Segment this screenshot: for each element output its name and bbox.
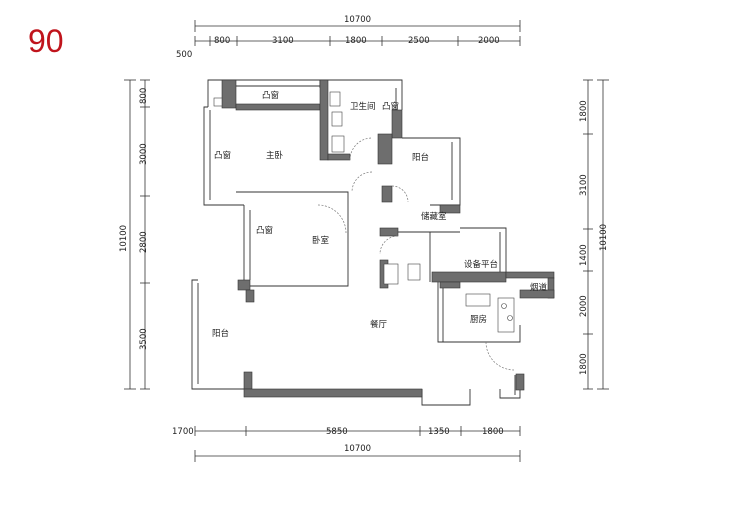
- bottom-dimension-chain: [194, 426, 521, 462]
- room-label-bedroom: 卧室: [312, 235, 330, 246]
- top-offset-dimension: 500: [176, 50, 192, 60]
- right-dimension-1: 1800: [579, 100, 589, 122]
- bottom-dimension-1: 1700: [172, 427, 194, 437]
- room-label-master-bedroom: 主卧: [266, 150, 284, 161]
- top-dimension-5: 2000: [478, 36, 500, 46]
- top-dimension-chain: [194, 20, 521, 46]
- room-label-flue: 烟道: [530, 282, 548, 293]
- structural-walls: [221, 79, 555, 398]
- top-dimension-3: 1800: [345, 36, 367, 46]
- bottom-total-dimension: 10700: [344, 444, 371, 454]
- room-label-bay-window-bath: 凸窗: [382, 101, 399, 112]
- room-label-bay-window-bedroom: 凸窗: [256, 225, 273, 236]
- top-dimension-1: 800: [214, 36, 230, 46]
- room-label-dining: 餐厅: [370, 320, 388, 330]
- room-label-bay-window-left: 凸窗: [214, 150, 231, 161]
- room-label-storage: 储藏室: [421, 211, 447, 222]
- room-label-bay-window-top: 凸窗: [262, 90, 279, 101]
- left-dimension-4: 3500: [139, 328, 149, 350]
- bottom-dimension-2: 5850: [326, 427, 348, 437]
- room-label-bathroom: 卫生间: [350, 101, 376, 112]
- left-total-dimension: 10100: [119, 225, 129, 252]
- right-dimension-3: 1400: [579, 244, 589, 266]
- room-label-balcony-left: 阳台: [212, 328, 229, 339]
- fixtures: [213, 91, 515, 333]
- room-label-equipment-platform: 设备平台: [464, 259, 498, 270]
- right-total-dimension: 10100: [599, 224, 609, 251]
- room-label-kitchen: 厨房: [470, 314, 487, 325]
- left-dimension-2: 3000: [139, 143, 149, 165]
- outline-walls: [191, 79, 521, 406]
- room-label-balcony-right: 阳台: [412, 152, 429, 163]
- left-dimension-chain: [124, 79, 150, 390]
- top-dimension-2: 3100: [272, 36, 294, 46]
- right-dimension-5: 1800: [579, 353, 589, 375]
- bottom-dimension-4: 1800: [482, 427, 504, 437]
- bottom-dimension-3: 1350: [428, 427, 450, 437]
- right-dimension-2: 3100: [579, 174, 589, 196]
- top-total-dimension: 10700: [344, 15, 371, 25]
- right-dimension-4: 2000: [579, 295, 589, 317]
- left-dimension-1: 800: [139, 88, 149, 104]
- floor-plan-number: 90: [28, 23, 64, 59]
- right-dimension-chain: [583, 79, 609, 390]
- door-swings: [317, 137, 515, 371]
- left-dimension-3: 2800: [139, 231, 149, 253]
- top-dimension-4: 2500: [408, 36, 430, 46]
